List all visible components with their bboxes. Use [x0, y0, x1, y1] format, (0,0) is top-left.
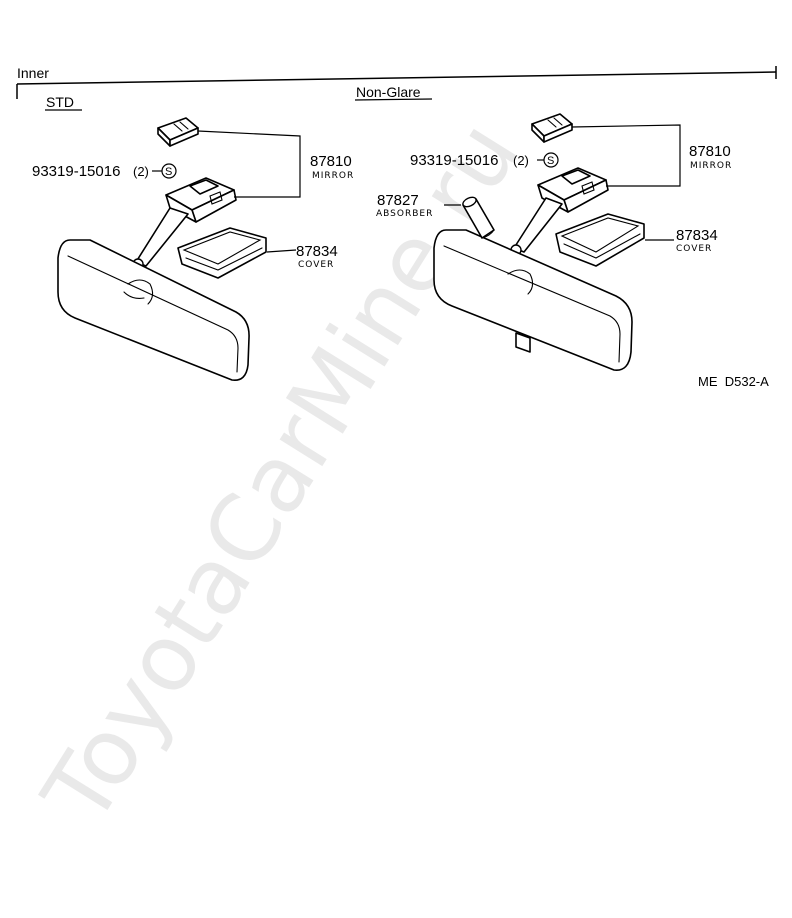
section-title: Inner: [17, 65, 49, 81]
std-mirror-name: MIRROR: [312, 171, 354, 181]
nonglare-mount-plate: [531, 113, 573, 143]
nonglare-cover: [555, 213, 645, 267]
nonglare-mirror-bracket: [510, 167, 609, 256]
nonglare-absorber-number: 87827: [377, 192, 419, 209]
std-cover-name: COVER: [298, 260, 334, 270]
section-rule: [16, 71, 777, 85]
std-cover-number: 87834: [296, 243, 338, 260]
nonglare-bolt-qty: (2): [513, 153, 529, 168]
std-bolt-number: 93319-15016: [32, 163, 120, 180]
std-mirror-leader: [197, 130, 301, 198]
svg-text:S: S: [165, 166, 172, 178]
std-label: STD: [46, 94, 74, 110]
std-assembly: S: [57, 117, 301, 382]
nonglare-mirror-body: [433, 229, 633, 371]
std-screw-symbol: S: [161, 163, 177, 179]
nonglare-screw-symbol: S: [543, 152, 559, 168]
reference-code: ME D532-A: [698, 374, 769, 389]
nonglare-label: Non-Glare: [356, 84, 421, 100]
std-bolt-qty: (2): [133, 164, 149, 179]
std-mirror-body: [57, 239, 250, 382]
nonglare-absorber-name: ABSORBER: [376, 209, 433, 219]
std-mirror-number: 87810: [310, 153, 352, 170]
std-mount-plate: [157, 117, 199, 147]
svg-text:S: S: [547, 155, 554, 167]
nonglare-assembly: S: [433, 113, 681, 371]
std-mirror-bracket: [132, 177, 237, 270]
nonglare-cover-name: COVER: [676, 244, 712, 254]
nonglare-mirror-leader: [571, 124, 681, 187]
nonglare-bolt-number: 93319-15016: [410, 152, 498, 169]
nonglare-cover-number: 87834: [676, 227, 718, 244]
nonglare-absorber: [462, 196, 495, 239]
std-cover: [177, 227, 267, 279]
nonglare-mirror-name: MIRROR: [690, 161, 732, 171]
nonglare-mirror-number: 87810: [689, 143, 731, 160]
watermark: ToyotaCarMine.ru: [22, 103, 539, 842]
nonglare-underline: [354, 98, 433, 101]
std-cover-leader: [266, 249, 297, 253]
